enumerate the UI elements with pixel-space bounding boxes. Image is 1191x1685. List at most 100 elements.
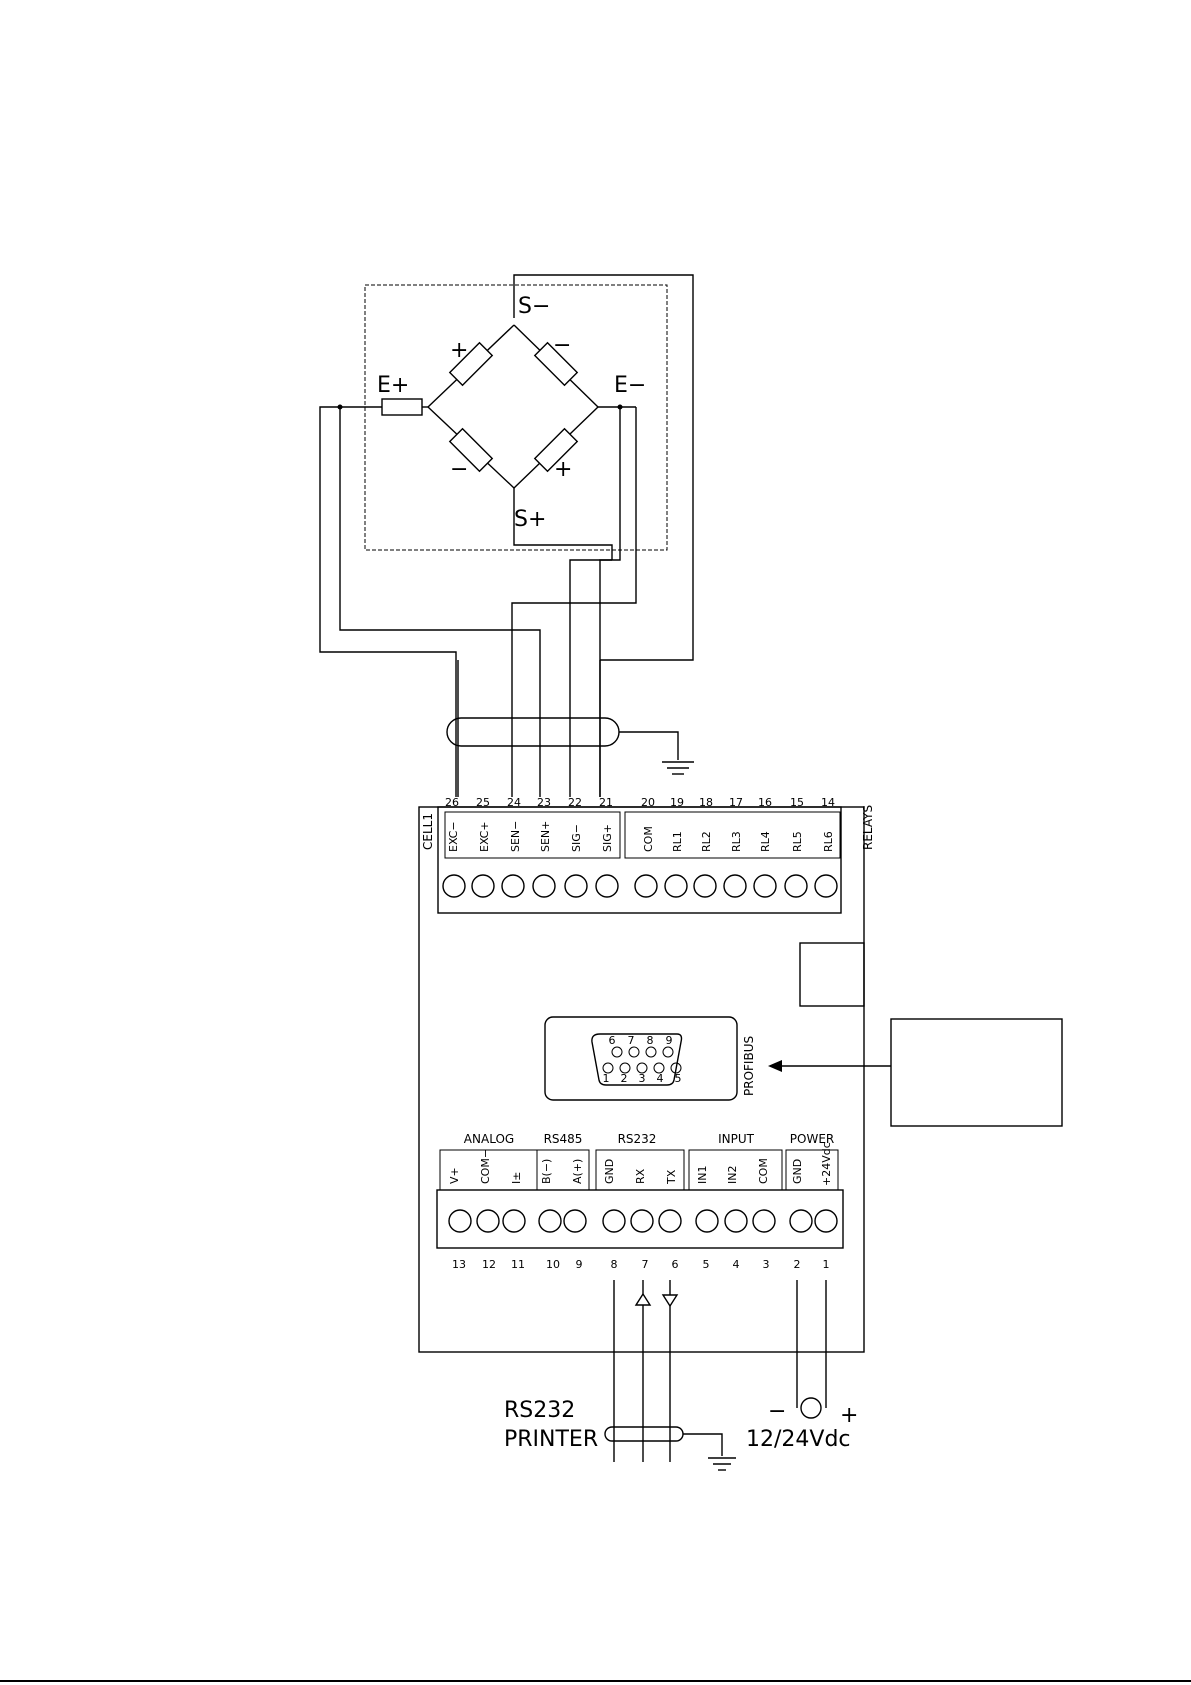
- terminal-20-number: 20: [641, 796, 655, 809]
- terminal-screw: [631, 1210, 653, 1232]
- wire-sig-minus-outer: [514, 275, 693, 660]
- terminal-screw: [533, 875, 555, 897]
- bottom-terminal-labels: V+ COM− I± B(−) A(+) GND RX TX IN1 IN2 C…: [448, 1142, 833, 1186]
- group-title-input: INPUT: [718, 1132, 755, 1146]
- terminal-23-label: SEN+: [539, 821, 552, 852]
- terminal-screw: [696, 1210, 718, 1232]
- terminal-6-label: TX: [665, 1169, 678, 1185]
- terminal-13-number: 13: [452, 1258, 466, 1271]
- terminal-screw: [635, 875, 657, 897]
- power-plus-sign: +: [840, 1403, 858, 1428]
- terminal-23-number: 23: [537, 796, 551, 809]
- terminal-14-label: RL6: [822, 831, 835, 852]
- terminal-16-number: 16: [758, 796, 772, 809]
- rs232-printer-line1: RS232: [504, 1398, 575, 1423]
- terminal-10-label: B(−): [540, 1159, 553, 1184]
- terminal-screw: [564, 1210, 586, 1232]
- power-wiring: − + 12/24Vdc: [746, 1280, 858, 1452]
- group-title-rs485: RS485: [544, 1132, 583, 1146]
- terminal-20-label: COM: [642, 826, 655, 852]
- sign-bl: −: [450, 457, 468, 482]
- power-minus-sign: −: [768, 1399, 786, 1424]
- arrow-head-icon: [768, 1060, 782, 1072]
- terminal-screw: [753, 1210, 775, 1232]
- terminal-7-label: RX: [634, 1168, 647, 1184]
- group-title-analog: ANALOG: [464, 1132, 514, 1146]
- terminal-screw: [754, 875, 776, 897]
- db9-pin-7: 7: [628, 1034, 635, 1047]
- side-connector: [800, 943, 864, 1006]
- load-cell: S− S+ E+ E− + − − +: [338, 275, 694, 660]
- terminal-1-number: 1: [823, 1258, 830, 1271]
- label-e-minus: E−: [614, 373, 646, 398]
- db9-pin: [646, 1047, 656, 1057]
- terminal-4-label: IN2: [726, 1166, 739, 1184]
- terminal-5-number: 5: [703, 1258, 710, 1271]
- bottom-terminal-screws: [449, 1210, 837, 1232]
- terminal-screw: [725, 1210, 747, 1232]
- terminal-8-number: 8: [611, 1258, 618, 1271]
- terminal-25-number: 25: [476, 796, 490, 809]
- terminal-screw: [694, 875, 716, 897]
- instrument: CELL1 RELAYS 26 25 24 23 22 21 20 19 18 …: [419, 796, 1062, 1352]
- terminal-19-number: 19: [670, 796, 684, 809]
- bottom-group-titles: ANALOG RS485 RS232 INPUT POWER: [464, 1132, 834, 1146]
- terminal-screw: [603, 1210, 625, 1232]
- db9-pin-1: 1: [603, 1072, 610, 1085]
- label-s-plus: S+: [514, 507, 546, 532]
- wire-sig-minus: [570, 560, 612, 797]
- terminal-12-label: COM−: [479, 1149, 492, 1184]
- profibus-panel: [545, 1017, 737, 1100]
- terminal-screw: [503, 1210, 525, 1232]
- db9-pin-2: 2: [621, 1072, 628, 1085]
- db9-pin-4: 4: [657, 1072, 664, 1085]
- terminal-screw: [815, 875, 837, 897]
- terminal-9-number: 9: [576, 1258, 583, 1271]
- terminal-screw: [502, 875, 524, 897]
- terminal-screw: [477, 1210, 499, 1232]
- power-source-icon: [801, 1398, 821, 1418]
- terminal-3-number: 3: [763, 1258, 770, 1271]
- terminal-2-label: GND: [791, 1159, 804, 1184]
- cable-wires: [320, 407, 694, 797]
- terminal-screw: [724, 875, 746, 897]
- terminal-4-number: 4: [733, 1258, 740, 1271]
- shield-ground-wire: [619, 732, 678, 760]
- terminal-2-number: 2: [794, 1258, 801, 1271]
- rs232-printer-wiring: RS232 PRINTER: [504, 1280, 736, 1470]
- terminal-24-label: SEN−: [509, 821, 522, 852]
- external-box: [891, 1019, 1062, 1126]
- terminal-22-number: 22: [568, 796, 582, 809]
- terminal-26-number: 26: [445, 796, 459, 809]
- terminal-screw: [785, 875, 807, 897]
- sign-tr: −: [553, 333, 571, 358]
- group-title-rs232: RS232: [618, 1132, 657, 1146]
- terminal-screw: [665, 875, 687, 897]
- terminal-5-label: IN1: [696, 1166, 709, 1184]
- profibus-connector: 6 7 8 9 1 2 3 4 5 PROFIBUS: [545, 1017, 756, 1100]
- printer-cable-shield: [605, 1427, 683, 1441]
- top-terminal-screws: [443, 875, 837, 897]
- terminal-screw: [790, 1210, 812, 1232]
- terminal-21-label: SIG+: [601, 824, 614, 852]
- db9-pin: [629, 1047, 639, 1057]
- rs232-printer-line2: PRINTER: [504, 1427, 598, 1452]
- db9-pin: [612, 1047, 622, 1057]
- terminal-16-label: RL4: [759, 831, 772, 852]
- terminal-screw: [472, 875, 494, 897]
- terminal-15-label: RL5: [791, 831, 804, 852]
- terminal-18-label: RL2: [700, 831, 713, 852]
- terminal-3-label: COM: [757, 1158, 770, 1184]
- terminal-8-label: GND: [603, 1159, 616, 1184]
- terminal-6-number: 6: [672, 1258, 679, 1271]
- label-s-minus: S−: [518, 294, 550, 319]
- power-voltage-label: 12/24Vdc: [746, 1427, 851, 1452]
- terminal-13-label: V+: [448, 1167, 461, 1184]
- terminal-15-number: 15: [790, 796, 804, 809]
- terminal-14-number: 14: [821, 796, 835, 809]
- terminal-24-number: 24: [507, 796, 521, 809]
- resistor-e-plus: [382, 399, 422, 415]
- terminal-screw: [443, 875, 465, 897]
- cell1-label-box: [445, 812, 620, 858]
- terminal-screw: [659, 1210, 681, 1232]
